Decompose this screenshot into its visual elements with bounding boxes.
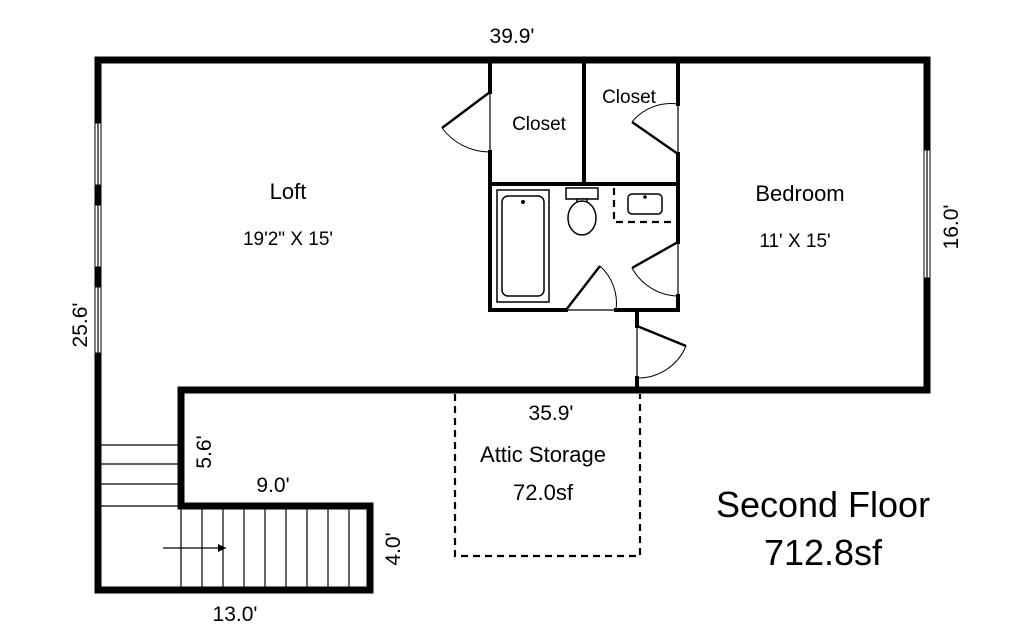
right-window bbox=[923, 149, 931, 279]
room-size-bedroom: 11' X 15' bbox=[759, 231, 830, 252]
toilet-icon bbox=[565, 187, 599, 236]
doors bbox=[441, 91, 687, 379]
dimension-right-height: 16.0' bbox=[940, 205, 963, 250]
dimension-left-height: 25.6' bbox=[69, 303, 92, 348]
stairs bbox=[98, 444, 350, 590]
attic-storage-outline bbox=[453, 394, 642, 558]
room-label-loft: Loft bbox=[270, 179, 307, 204]
room-label-bedroom: Bedroom bbox=[755, 181, 844, 206]
stair-direction-arrow-icon bbox=[163, 544, 226, 552]
room-size-loft: 19'2" X 15' bbox=[243, 229, 333, 250]
left-windows bbox=[94, 122, 102, 354]
bathroom-fixtures bbox=[496, 187, 674, 303]
plan-title: Second Floor bbox=[716, 484, 930, 525]
room-area-attic: 72.0sf bbox=[513, 480, 574, 505]
dimension-top-width: 39.9' bbox=[490, 25, 535, 48]
interior-walls bbox=[488, 58, 680, 392]
dimension-stair-wall-horizontal: 9.0' bbox=[256, 474, 289, 497]
dimension-bottom-width: 13.0' bbox=[213, 603, 258, 626]
bathtub-icon bbox=[496, 189, 550, 303]
dimension-stair-end: 4.0' bbox=[382, 532, 405, 565]
room-label-closet-left: Closet bbox=[512, 114, 567, 135]
room-label-attic: Attic Storage bbox=[480, 442, 606, 467]
closet-door-right bbox=[631, 103, 679, 155]
sink-icon bbox=[612, 188, 674, 224]
hall-bedroom-door bbox=[636, 324, 687, 379]
bath-bedroom-door bbox=[631, 240, 679, 297]
closet-door-left bbox=[441, 91, 491, 153]
bathroom-door bbox=[565, 265, 617, 311]
room-label-closet-right: Closet bbox=[602, 87, 657, 108]
plan-total-area: 712.8sf bbox=[764, 532, 883, 573]
dimension-lower-wall: 35.9' bbox=[529, 402, 574, 425]
dimension-stair-wall-vertical: 5.6' bbox=[193, 435, 216, 468]
